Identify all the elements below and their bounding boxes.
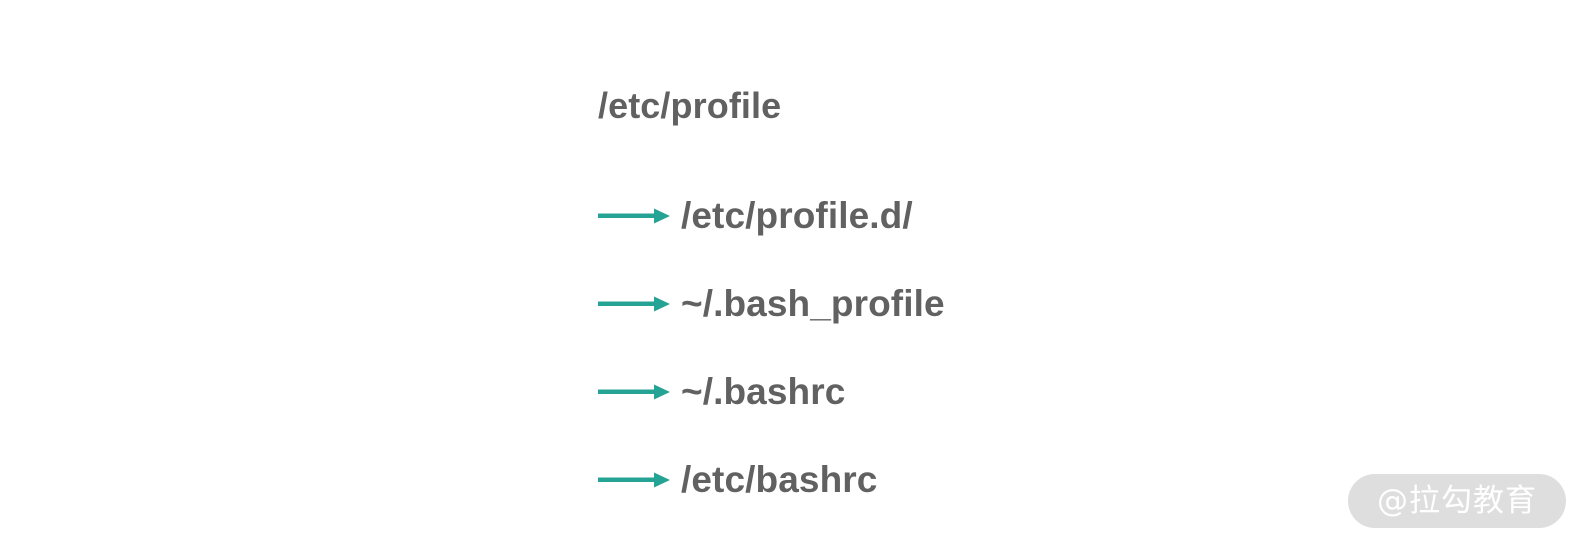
child-node-label: ~/.bashrc — [681, 371, 846, 412]
tree-row: /etc/bashrc — [598, 436, 1498, 524]
tree-row: ~/.bash_profile — [598, 260, 1498, 348]
right-arrow-icon — [598, 469, 670, 491]
right-arrow-icon — [598, 205, 670, 227]
right-arrow-icon — [598, 381, 670, 403]
child-node-label: /etc/profile.d/ — [681, 195, 913, 236]
child-node-label: /etc/bashrc — [681, 459, 878, 500]
watermark-text: @拉勾教育 — [1377, 483, 1537, 519]
child-node-label: ~/.bash_profile — [681, 283, 945, 324]
tree-row: ~/.bashrc — [598, 348, 1498, 436]
right-arrow-icon — [598, 293, 670, 315]
watermark-badge: @拉勾教育 — [1348, 474, 1566, 528]
root-node-label: /etc/profile — [598, 85, 782, 126]
child-node-list: /etc/profile.d/ ~/.bash_profile ~/.bashr… — [598, 172, 1498, 524]
tree-row: /etc/profile.d/ — [598, 172, 1498, 260]
